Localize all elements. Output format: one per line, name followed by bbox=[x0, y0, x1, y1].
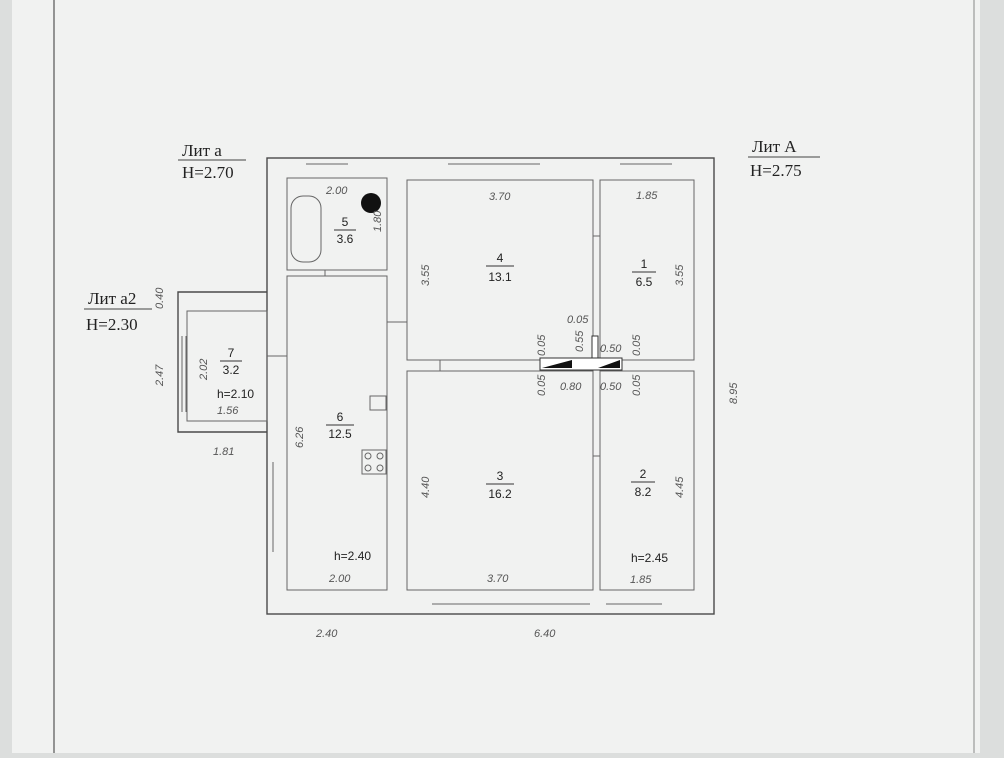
room-2-outline bbox=[599, 370, 695, 591]
dim-c050b: 0.50 bbox=[600, 381, 622, 393]
dim-640: 6.40 bbox=[534, 628, 556, 640]
room-4-label: 4 13.1 bbox=[486, 251, 514, 284]
svg-text:Лит а: Лит а bbox=[182, 141, 222, 160]
room-6-height: h=2.40 bbox=[334, 549, 371, 563]
dim-c080: 0.80 bbox=[560, 381, 582, 393]
dim-r3-width: 3.70 bbox=[487, 573, 509, 585]
room-3-outline bbox=[406, 370, 594, 591]
svg-text:3.6: 3.6 bbox=[337, 232, 354, 246]
label-lit-a: Лит а H=2.70 bbox=[178, 141, 246, 182]
svg-text:5: 5 bbox=[342, 215, 349, 229]
svg-text:3: 3 bbox=[497, 469, 504, 483]
paper-sheet bbox=[12, 0, 980, 753]
room-2-label: 2 8.2 bbox=[631, 467, 655, 499]
stove-icon bbox=[361, 449, 387, 475]
dim-r2-depth: 4.45 bbox=[674, 476, 686, 498]
label-lit-A: Лит А H=2.75 bbox=[748, 137, 820, 180]
svg-text:6: 6 bbox=[337, 410, 344, 424]
svg-text:12.5: 12.5 bbox=[328, 427, 352, 441]
svg-text:3.2: 3.2 bbox=[223, 363, 240, 377]
label-lit-a2: Лит а2 H=2.30 bbox=[84, 289, 152, 334]
dim-r1-width: 1.85 bbox=[636, 190, 658, 202]
svg-text:4: 4 bbox=[497, 251, 504, 265]
room-6-outline bbox=[286, 275, 388, 591]
dim-r6-width: 2.00 bbox=[328, 573, 351, 585]
boiler-icon bbox=[361, 193, 381, 213]
room-1-label: 1 6.5 bbox=[632, 257, 656, 289]
dim-r3-depth: 4.40 bbox=[420, 476, 432, 498]
dim-c005c: 0.05 bbox=[631, 334, 643, 356]
dim-c005a: 0.05 bbox=[567, 314, 589, 326]
room-5-label: 5 3.6 bbox=[334, 215, 356, 246]
room-1-outline bbox=[599, 179, 695, 361]
svg-text:Лит а2: Лит а2 bbox=[88, 289, 136, 308]
dim-r4-depth: 3.55 bbox=[420, 264, 432, 286]
dim-240: 2.40 bbox=[315, 628, 338, 640]
svg-text:H=2.75: H=2.75 bbox=[750, 161, 802, 180]
svg-text:6.5: 6.5 bbox=[636, 275, 653, 289]
svg-text:13.1: 13.1 bbox=[488, 270, 512, 284]
dim-c050a: 0.50 bbox=[600, 343, 622, 355]
room-7-height: h=2.10 bbox=[217, 387, 254, 401]
svg-text:Лит А: Лит А bbox=[752, 137, 797, 156]
dim-r5-width: 2.00 bbox=[325, 185, 348, 197]
dim-202: 2.02 bbox=[198, 359, 210, 381]
svg-text:1: 1 bbox=[641, 257, 648, 271]
bathtub bbox=[290, 195, 322, 263]
dim-r5-depth: 1.80 bbox=[372, 210, 384, 232]
dim-c005d: 0.05 bbox=[536, 374, 548, 396]
dim-total-depth: 8.95 bbox=[728, 382, 740, 404]
room-6-label: 6 12.5 bbox=[326, 410, 354, 441]
dim-r2-width: 1.85 bbox=[630, 574, 652, 586]
dim-r4-width: 3.70 bbox=[489, 191, 511, 203]
svg-text:7: 7 bbox=[228, 346, 235, 360]
extension-a2-wall bbox=[177, 291, 267, 433]
dim-c005e: 0.05 bbox=[631, 374, 643, 396]
room-3-label: 3 16.2 bbox=[486, 469, 514, 501]
dim-181: 1.81 bbox=[213, 446, 234, 458]
svg-text:2: 2 bbox=[640, 467, 647, 481]
svg-text:8.2: 8.2 bbox=[635, 485, 652, 499]
room-4-outline bbox=[406, 179, 594, 361]
dim-247: 2.47 bbox=[154, 364, 166, 387]
dim-r6-depth: 6.26 bbox=[294, 426, 306, 448]
svg-text:H=2.70: H=2.70 bbox=[182, 163, 234, 182]
dim-c005b: 0.05 bbox=[536, 334, 548, 356]
room-5-outline bbox=[286, 177, 388, 271]
dim-156: 1.56 bbox=[217, 405, 239, 417]
dim-040: 0.40 bbox=[154, 287, 166, 309]
room-2-height: h=2.45 bbox=[631, 551, 668, 565]
svg-text:H=2.30: H=2.30 bbox=[86, 315, 138, 334]
room-7-outline bbox=[186, 310, 268, 422]
sink-icon bbox=[369, 395, 387, 411]
svg-text:16.2: 16.2 bbox=[488, 487, 512, 501]
dim-c055: 0.55 bbox=[574, 330, 586, 352]
room-7-label: 7 3.2 bbox=[220, 346, 242, 377]
dim-r1-depth: 3.55 bbox=[674, 264, 686, 286]
